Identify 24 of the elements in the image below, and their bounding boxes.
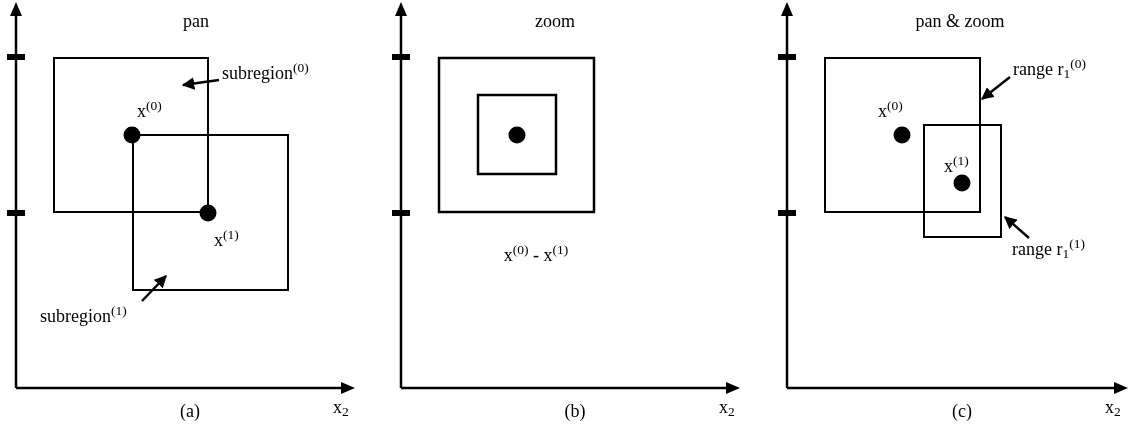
leader-arrow	[1004, 216, 1030, 239]
region-square	[132, 134, 289, 291]
text-label: x$^{(0)}$ - x$^{(1)}$	[503, 244, 569, 266]
text-label: x$_{2}$	[1105, 396, 1121, 418]
text-label: (a)	[180, 400, 200, 422]
region-label: subregion$^{(0)}$	[222, 62, 309, 84]
region-square	[923, 124, 1002, 238]
region-square	[824, 57, 981, 213]
text-label: x$^{(1)}$	[214, 229, 239, 251]
text-label: x$_{2}$	[333, 396, 349, 418]
leader-arrow	[181, 77, 220, 90]
region-label: subregion$^{(1)}$	[40, 305, 127, 327]
leader-arrow	[981, 76, 1011, 100]
text-label: pan & zoom	[915, 10, 1005, 32]
text-label: x$^{(1)}$	[944, 155, 969, 177]
leader-arrow	[141, 275, 167, 302]
region-square	[53, 57, 209, 213]
text-label: x$^{(0)}$	[137, 100, 162, 122]
text-label: zoom	[535, 10, 575, 32]
text-label: x$_{2}$	[719, 396, 735, 418]
text-label: (b)	[564, 400, 586, 422]
text-label: pan	[183, 10, 209, 32]
text-label: x$^{(0)}$	[878, 100, 903, 122]
text-label: (c)	[952, 400, 972, 422]
